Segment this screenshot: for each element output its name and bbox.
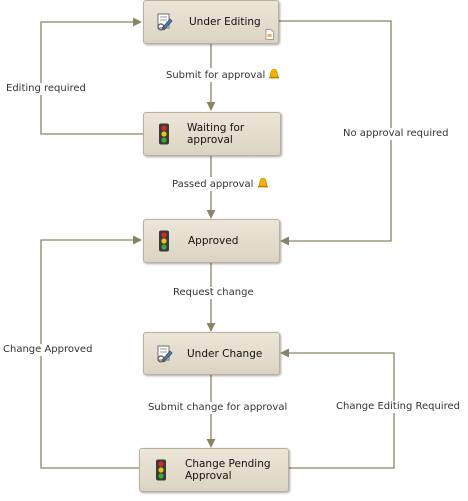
- document-edit-icon: [157, 13, 173, 31]
- traffic-light-icon: [159, 230, 169, 252]
- edge-label-text: Passed approval: [172, 179, 254, 190]
- node-label: Approved: [188, 235, 239, 247]
- node-waiting-for-approval[interactable]: Waiting for approval: [143, 112, 281, 156]
- node-under-editing[interactable]: Under Editing: [143, 0, 279, 44]
- edge-label-change-approved: Change Approved: [3, 344, 93, 356]
- edge-label-request-change: Request change: [173, 287, 254, 299]
- node-label: Under Change: [187, 348, 263, 360]
- node-under-change[interactable]: Under Change: [143, 332, 280, 375]
- node-label: Under Editing: [189, 16, 261, 28]
- node-approved[interactable]: Approved: [143, 219, 280, 263]
- edge-label-submit-change-for-approval: Submit change for approval: [148, 402, 288, 414]
- edge-label-text: Request change: [173, 287, 254, 298]
- edge-label-passed-approval: Passed approval: [172, 177, 269, 191]
- traffic-light-icon: [159, 123, 169, 145]
- edge-label-submit-for-approval: Submit for approval: [166, 68, 281, 82]
- bell-icon: [257, 177, 268, 188]
- edge-label-change-editing-required: Change Editing Required: [336, 401, 460, 413]
- edge-label-text: No approval required: [343, 128, 449, 139]
- edge-label-text: Change Approved: [3, 344, 93, 355]
- document-edit-icon: [157, 345, 173, 363]
- bell-icon: [269, 68, 280, 79]
- page-icon: [265, 29, 274, 40]
- edge-label-text: Submit change for approval: [148, 402, 288, 413]
- traffic-light-icon: [156, 459, 166, 481]
- edge-label-text: Editing required: [6, 83, 86, 94]
- node-label: Change Pending Approval: [185, 458, 271, 482]
- node-label: Waiting for approval: [187, 122, 245, 146]
- edge-editing-required: [40, 17, 143, 135]
- node-change-pending-approval[interactable]: Change Pending Approval: [139, 448, 289, 492]
- edge-label-editing-required: Editing required: [6, 83, 86, 95]
- edge-label-no-approval-required: No approval required: [343, 128, 449, 140]
- edge-label-text: Change Editing Required: [336, 401, 460, 412]
- edge-label-text: Submit for approval: [166, 70, 266, 81]
